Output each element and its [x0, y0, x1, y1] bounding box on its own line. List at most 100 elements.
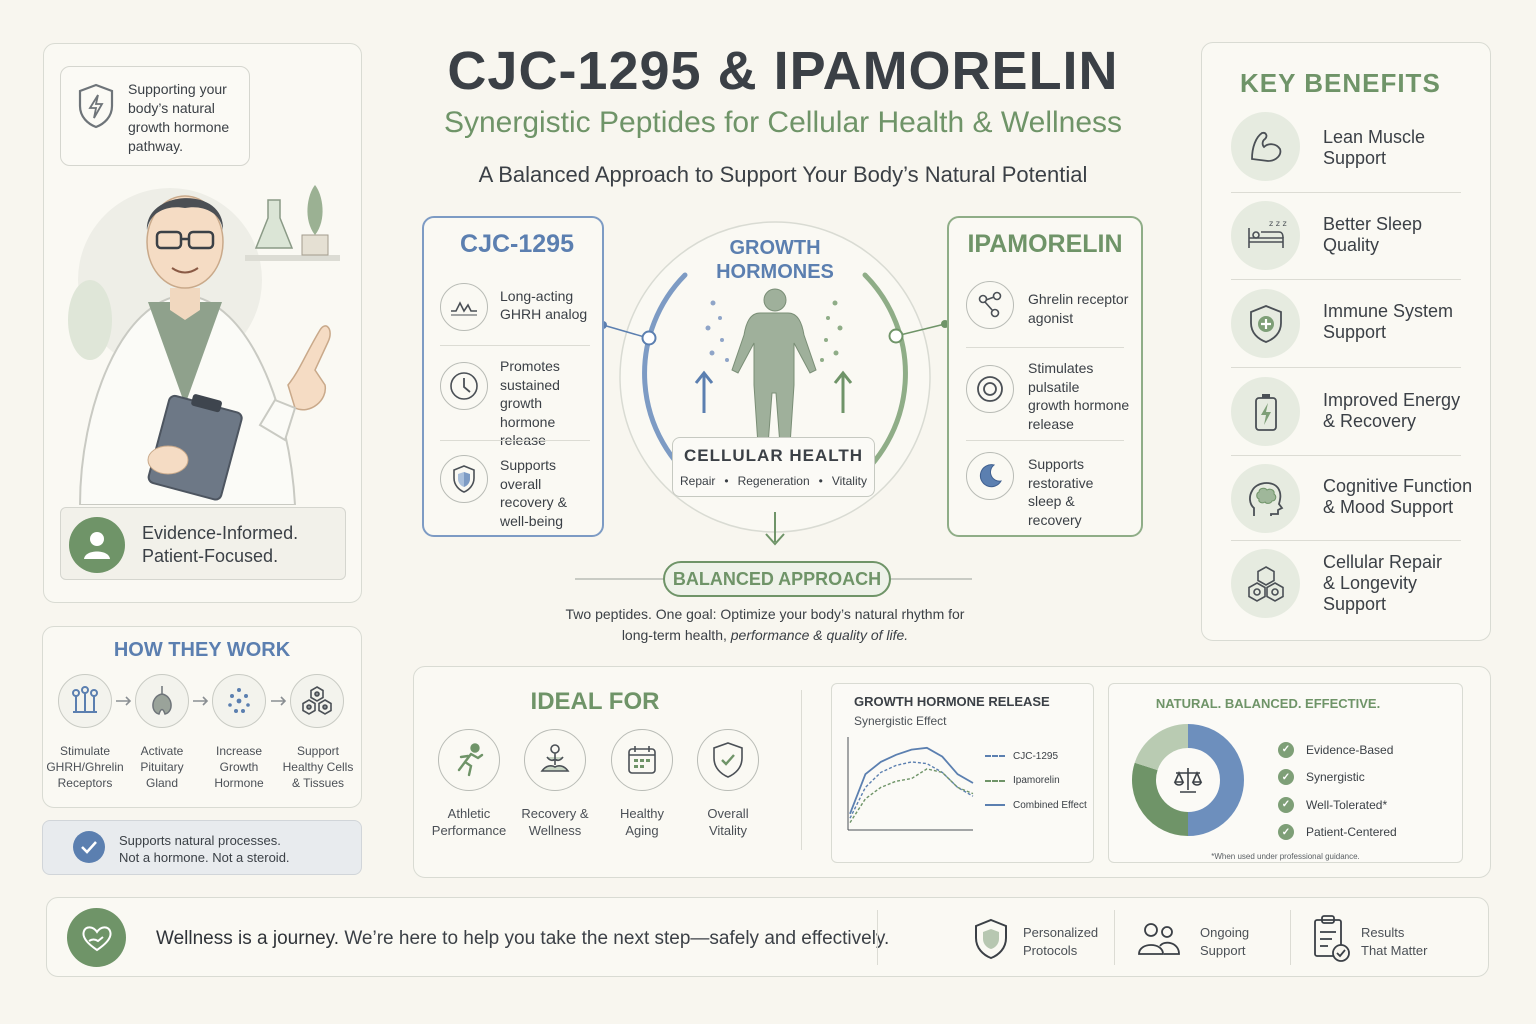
runner-icon	[438, 729, 500, 791]
divider	[440, 345, 590, 346]
growth-chart	[847, 737, 974, 831]
chart-panel	[831, 683, 1094, 863]
natural-checklist: ✓Evidence-Based✓Synergistic✓Well-Tolerat…	[1278, 736, 1448, 846]
evidence-badge-text: Evidence-Informed. Patient-Focused.	[142, 523, 299, 566]
donut-segment	[1187, 724, 1244, 836]
cjc-item-text: Long-acting GHRH analog	[500, 288, 588, 322]
benefit-text: Better Sleep Quality	[1323, 214, 1423, 255]
balanced-approach-badge	[663, 561, 891, 597]
ideal-for-label: Recovery & Wellness	[521, 806, 589, 838]
chart-title: GROWTH HORMONE RELEASE	[854, 694, 1050, 709]
divider	[966, 347, 1124, 348]
connector-left	[599, 321, 657, 346]
heart-hand-icon	[67, 908, 126, 967]
check-label: Evidence-Based	[1306, 742, 1394, 757]
cellular-health-sub: Repair• Regeneration• Vitality	[672, 474, 875, 488]
check-circle-icon: ✓	[1278, 769, 1294, 786]
legend-swatch	[985, 804, 1005, 807]
growth-hormones-label: GROWTH HORMONES	[716, 237, 834, 283]
how-step-label: Support Healthy Cells & Tissues	[282, 744, 354, 790]
check-circle-icon: ✓	[1278, 796, 1294, 813]
divider	[1231, 455, 1461, 456]
divider	[1231, 367, 1461, 368]
divider	[440, 440, 590, 441]
legend-label: Combined Effect	[1013, 799, 1087, 811]
cjc-item-text: Supports overall recovery & well-being	[500, 457, 567, 529]
people-icon	[1138, 923, 1180, 955]
benefit-text: Cellular Repair & Longevity Support	[1323, 552, 1443, 614]
footer-item-text: Ongoing Support	[1200, 925, 1250, 958]
cellular-sub-item: Regeneration	[737, 474, 810, 488]
shield-icon	[440, 455, 488, 503]
balanced-desc-2: long-term health, performance & quality …	[555, 627, 975, 643]
page-tagline: A Balanced Approach to Support Your Body…	[478, 162, 1088, 187]
bullet: •	[724, 474, 729, 488]
chart-legend-item: Combined Effect	[985, 793, 1093, 818]
chart-series-line	[849, 768, 974, 823]
page-title: CJC-1295 & IPAMORELIN	[447, 41, 1119, 101]
benefit-text: Improved Energy & Recovery	[1323, 390, 1461, 431]
hexagon-icon	[1231, 549, 1300, 618]
donut-segment	[1132, 762, 1189, 836]
ipamorelin-item-text: Supports restorative sleep & recovery	[1028, 456, 1094, 528]
check-icon	[73, 831, 105, 863]
battery-icon	[1231, 377, 1300, 446]
dots-icon	[212, 674, 266, 728]
svg-text:z z z: z z z	[1269, 219, 1287, 228]
chart-series-line	[849, 746, 974, 815]
ipamorelin-item-text: Stimulates pulsatile growth hormone rele…	[1028, 360, 1130, 432]
legend-label: Ipamorelin	[1013, 775, 1060, 787]
legend-swatch	[985, 779, 1005, 782]
footer-message: Wellness is a journey. We’re here to hel…	[156, 928, 889, 950]
molecule-icon	[966, 281, 1014, 329]
muscle-icon	[1231, 112, 1300, 181]
ideal-for-label: Athletic Performance	[431, 806, 507, 838]
user-icon	[69, 517, 125, 573]
pituitary-icon	[135, 674, 189, 728]
arrow-icon	[271, 696, 287, 706]
doctor-illustration	[68, 185, 340, 505]
footer-message-bold: Wellness is a journey.	[156, 928, 340, 949]
chart-legend-item: Ipamorelin	[985, 769, 1093, 794]
arrow-icon	[193, 696, 209, 706]
check-label: Well-Tolerated*	[1306, 797, 1388, 812]
key-benefits-title: KEY BENEFITS	[1240, 68, 1441, 98]
ipamorelin-title: IPAMORELIN	[967, 230, 1123, 258]
cellular-health-title: CELLULAR HEALTH	[684, 446, 863, 465]
arrow-icon	[116, 696, 132, 706]
cellular-sub-item: Vitality	[831, 474, 867, 488]
calendar-icon	[611, 729, 673, 791]
chart-subtitle: Synergistic Effect	[854, 714, 947, 728]
connector-right	[888, 320, 949, 344]
clipboard-check-icon	[1314, 915, 1350, 962]
check-item: ✓ Well-Tolerated*	[1278, 791, 1448, 819]
meditation-icon	[524, 729, 586, 791]
page-subtitle: Synergistic Peptides for Cellular Health…	[443, 106, 1123, 139]
ipamorelin-item-text: Ghrelin receptor agonist	[1028, 291, 1129, 326]
footer-bar	[46, 897, 1489, 977]
scale-icon	[1163, 755, 1213, 805]
speech-text: Supporting your body’s natural growth ho…	[128, 81, 230, 154]
brain-icon	[1231, 464, 1300, 533]
receptor-icon	[58, 674, 112, 728]
how-step-label: Stimulate GHRH/Ghrelin Receptors	[46, 744, 124, 790]
check-item: ✓ Patient-Centered	[1278, 819, 1448, 847]
ideal-for-label: Healthy Aging	[619, 806, 665, 838]
natural-title: NATURAL. BALANCED. EFFECTIVE.	[1155, 696, 1381, 711]
clock-icon	[440, 362, 488, 410]
balance-donut	[1132, 724, 1244, 836]
protocol-shield-icon	[975, 918, 1007, 960]
balanced-desc-2b: performance & quality of life.	[730, 627, 909, 643]
sleep-icon: z z z	[1231, 201, 1300, 270]
legend-swatch	[985, 755, 1005, 758]
immune-shield-icon	[1231, 289, 1300, 358]
natural-process-text: Supports natural processes. Not a hormon…	[119, 833, 290, 865]
how-step-label: Activate Pituitary Gland	[140, 744, 184, 790]
divider	[877, 910, 878, 965]
check-label: Patient-Centered	[1306, 825, 1397, 840]
chart-legend-item: CJC-1295	[985, 744, 1093, 769]
check-circle-icon: ✓	[1278, 824, 1294, 841]
speech-bubble	[60, 66, 250, 166]
cellular-sub-item: Repair	[680, 474, 716, 488]
